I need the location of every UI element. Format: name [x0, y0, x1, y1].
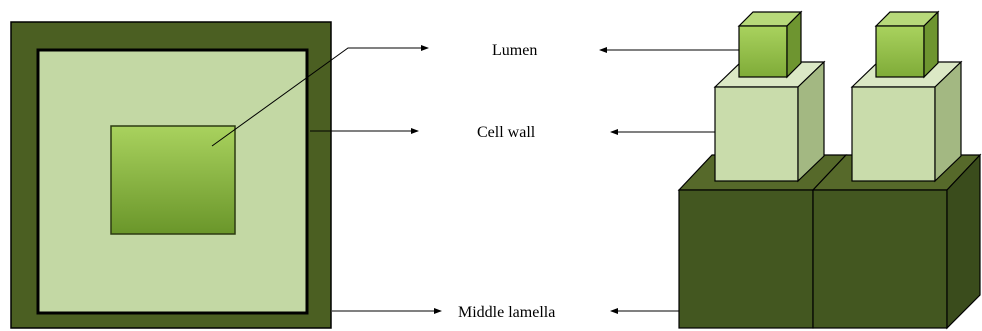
cell-wall-cube-left [715, 62, 824, 181]
cell-wall-cube-right [852, 62, 961, 181]
lumen-region [111, 126, 235, 234]
cell-cross-section [11, 22, 331, 328]
lumen-cube-right [876, 12, 938, 77]
labels: Lumen Cell wall Middle lamella [458, 42, 555, 321]
label-middle-lamella: Middle lamella [458, 304, 555, 321]
cell-3d-model [679, 12, 980, 328]
label-cell-wall: Cell wall [477, 124, 536, 141]
lumen-cube-left [739, 12, 801, 77]
label-lumen: Lumen [492, 42, 537, 59]
